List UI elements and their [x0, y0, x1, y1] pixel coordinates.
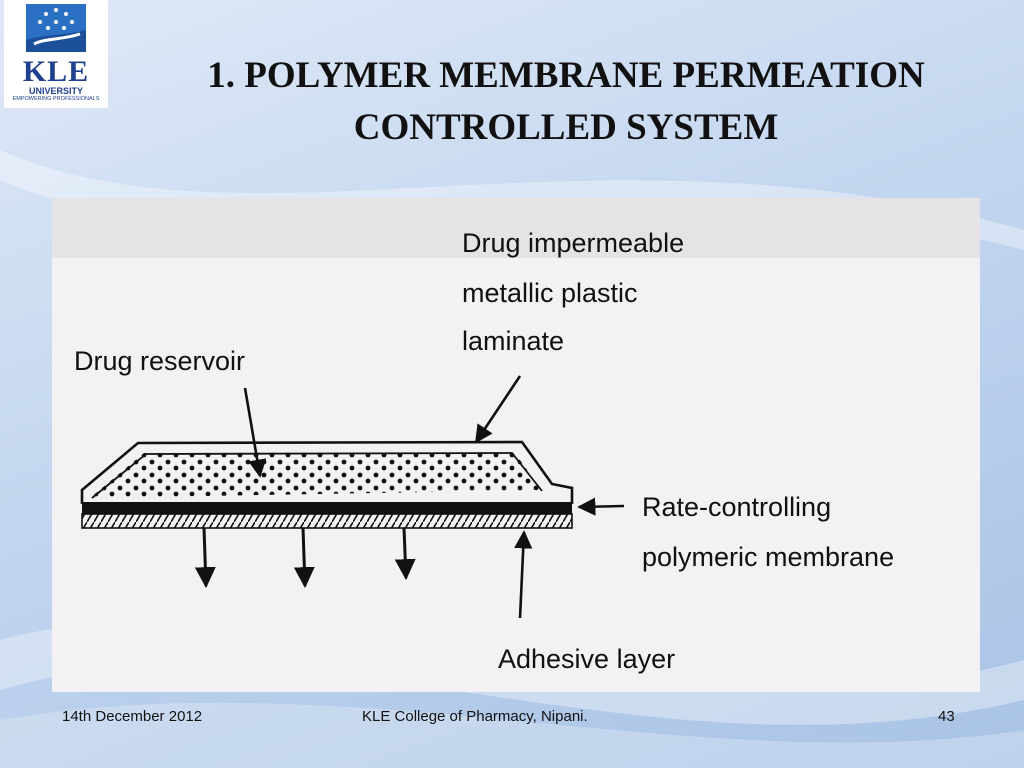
scan-shadow [52, 198, 980, 258]
drug-reservoir [90, 452, 542, 498]
logo-tagline: EMPOWERING PROFESSIONALS [12, 96, 100, 102]
release-arrow-2 [293, 527, 315, 589]
laminate-pointer [474, 375, 522, 444]
scanned-paper [52, 198, 980, 692]
label-laminate-line-3: laminate [462, 326, 564, 356]
title-line-1: 1. POLYMER MEMBRANE PERMEATION [207, 55, 925, 96]
logo-university: UNIVERSITY [28, 86, 83, 96]
footer-college: KLE College of Pharmacy, Nipani. [362, 708, 588, 725]
rate-controlling-membrane [82, 502, 572, 514]
reservoir-pointer [243, 387, 267, 478]
footer-date: 14th December 2012 [62, 708, 203, 725]
label-membrane-line-2: polymeric membrane [642, 542, 894, 572]
title-line-2: CONTROLLED SYSTEM [353, 107, 779, 148]
logo-name: KLE [22, 55, 90, 88]
label-laminate-line-2: metallic plastic [462, 278, 638, 308]
slide-title: 1. POLYMER MEMBRANE PERMEATION CONTROLLE… [112, 50, 1020, 154]
release-arrow-1 [194, 527, 216, 589]
transdermal-patch-diagram: Drug impermeable metallic plastic lamina… [52, 198, 980, 692]
adhesive-pointer [514, 530, 533, 619]
label-membrane-line-1: Rate-controlling [642, 492, 831, 522]
patch [80, 440, 574, 529]
kle-university-logo: KLE UNIVERSITY EMPOWERING PROFESSIONALS [4, 0, 108, 108]
laminate-outline [80, 440, 574, 504]
membrane-pointer [577, 497, 625, 516]
label-laminate-line-1: Drug impermeable [462, 228, 684, 258]
label-drug-reservoir: Drug reservoir [74, 346, 245, 376]
adhesive-layer [81, 513, 573, 529]
release-arrow-3 [394, 527, 416, 581]
hand-stars-icon [26, 4, 86, 52]
slide-number: 43 [938, 708, 955, 725]
label-adhesive-layer: Adhesive layer [498, 644, 675, 674]
